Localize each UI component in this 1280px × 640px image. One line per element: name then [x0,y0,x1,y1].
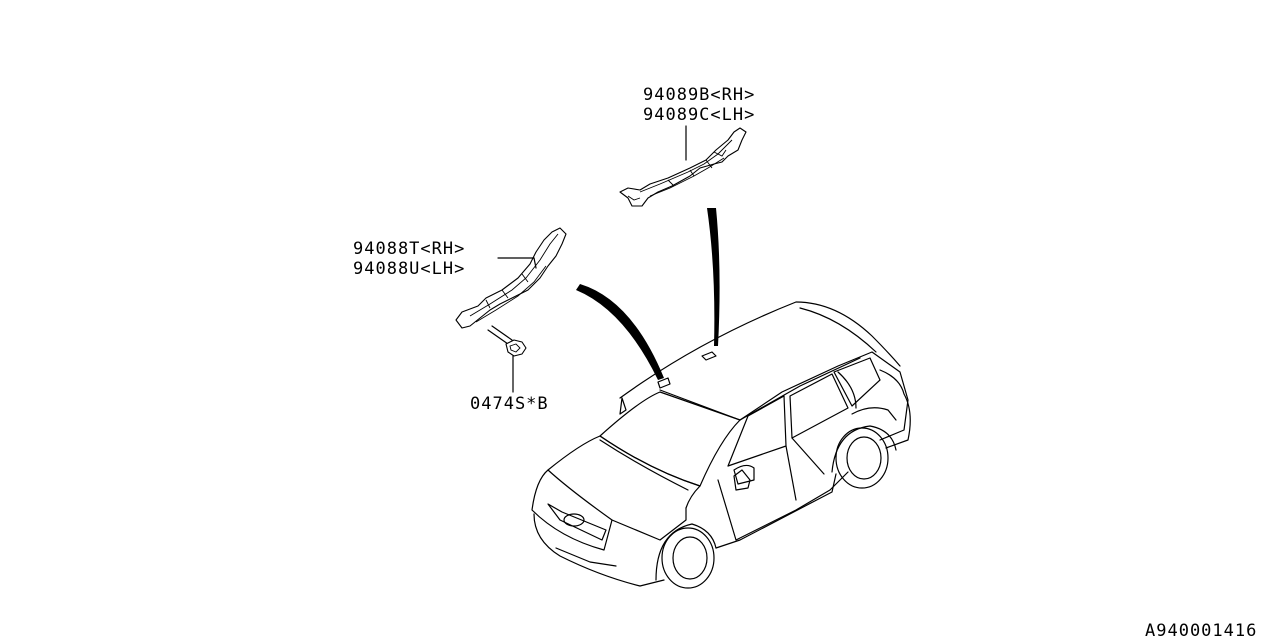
pointer-wedge-upper [707,208,720,346]
drawing-id: A940001416 [1145,621,1257,640]
label-lower-bracket-lh: 94088U<LH> [353,259,465,279]
screw-part [487,325,527,357]
pointer-wedge-lower [576,284,664,380]
label-screw: 0474S*B [470,394,549,414]
lower-bracket-leader-2 [533,257,537,269]
vehicle-illustration [531,301,911,589]
lower-roof-bracket [455,227,567,329]
label-upper-bracket-lh: 94089C<LH> [643,105,755,125]
upper-roof-bracket [619,127,747,207]
label-upper-bracket-rh: 94089B<RH> [643,85,755,105]
label-lower-bracket-rh: 94088T<RH> [353,239,465,259]
